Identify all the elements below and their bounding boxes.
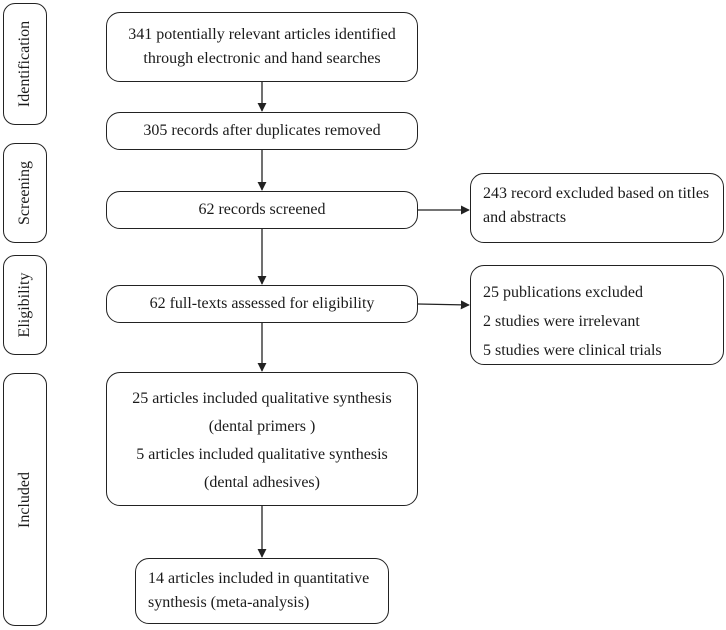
screened-box: 62 records screened (106, 191, 418, 229)
excluded-pubs-line-2: 2 studies were irrelevant (483, 313, 640, 330)
screened-text: 62 records screened (198, 201, 326, 218)
qualitative-line-3: 5 articles included qualitative synthesi… (136, 446, 388, 463)
excluded-pubs-line-1: 25 publications excluded (483, 284, 643, 301)
quantitative-line-1: 14 articles included in quantitative (148, 570, 370, 587)
qualitative-box: 25 articles included qualitative synthes… (106, 372, 418, 506)
stage-eligibility: Eligibility (3, 255, 47, 355)
qualitative-line-4: (dental adhesives) (204, 474, 320, 491)
identified-line-2: through electronic and hand searches (143, 50, 381, 67)
arrow-fulltext-to-excluded (417, 300, 470, 310)
excluded-publications-box: 25 publications excluded 2 studies were … (470, 265, 724, 365)
stage-screening: Screening (3, 143, 47, 243)
stage-label-eligibility: Eligibility (16, 272, 33, 338)
excluded-titles-line-1: 243 record excluded based on titles (483, 185, 710, 202)
qualitative-line-1: 25 articles included qualitative synthes… (132, 390, 392, 407)
excluded-titles-line-2: and abstracts (483, 209, 567, 226)
stage-label-identification: Identification (16, 20, 33, 108)
quantitative-line-2: synthesis (meta-analysis) (148, 594, 310, 611)
stage-label-screening: Screening (16, 161, 33, 225)
fulltext-box: 62 full-texts assessed for eligibility (106, 285, 418, 323)
fulltext-text: 62 full-texts assessed for eligibility (149, 295, 375, 312)
stage-included: Included (3, 373, 47, 626)
deduplicated-text: 305 records after duplicates removed (143, 122, 381, 139)
stage-identification: Identification (3, 3, 47, 125)
qualitative-line-2: (dental primers ) (208, 418, 316, 435)
identified-line-1: 341 potentially relevant articles identi… (128, 26, 396, 43)
identified-box: 341 potentially relevant articles identi… (106, 12, 418, 82)
stage-label-included: Included (16, 471, 33, 528)
excluded-pubs-line-3: 5 studies were clinical trials (483, 342, 662, 359)
excluded-titles-box: 243 record excluded based on titles and … (470, 173, 724, 243)
deduplicated-box: 305 records after duplicates removed (106, 112, 418, 150)
quantitative-box: 14 articles included in quantitative syn… (135, 558, 389, 624)
